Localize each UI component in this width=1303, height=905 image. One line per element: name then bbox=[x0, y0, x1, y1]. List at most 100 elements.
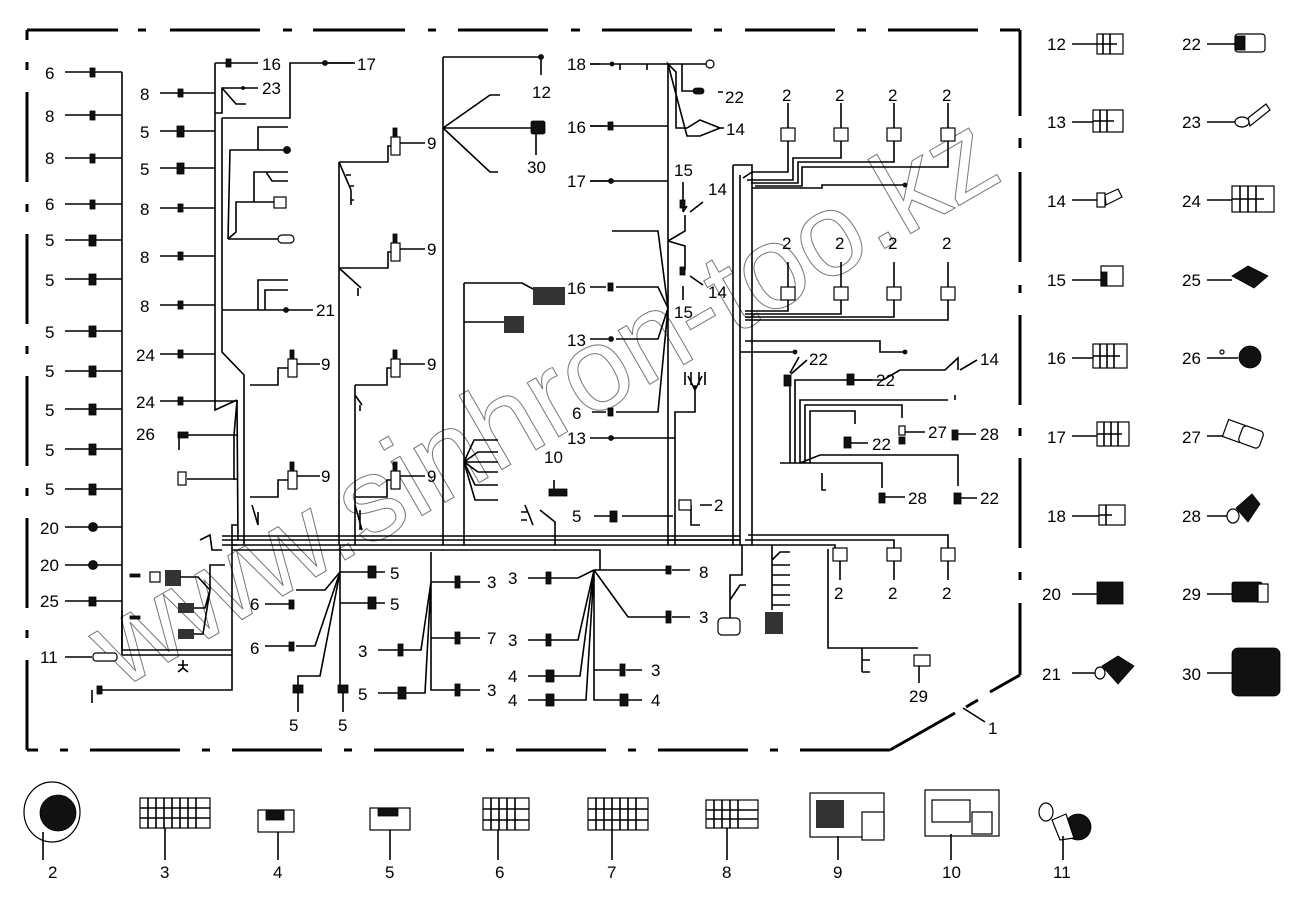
legend-item-14: 14 bbox=[1047, 188, 1123, 211]
wire bbox=[250, 367, 290, 386]
connector-mark bbox=[337, 684, 349, 694]
wire bbox=[900, 356, 959, 400]
right-trunk bbox=[732, 132, 959, 545]
callout-label: 9 bbox=[427, 355, 436, 374]
callout-label: 3 bbox=[508, 569, 517, 588]
wire bbox=[231, 524, 237, 546]
legend-item-17: 17 bbox=[1047, 421, 1130, 447]
callout-label: 13 bbox=[567, 331, 586, 350]
callout-label: 8 bbox=[722, 863, 731, 882]
connector-mark bbox=[96, 685, 103, 695]
wire bbox=[222, 535, 740, 570]
callout-label: 16 bbox=[1047, 349, 1066, 368]
callout-label: 3 bbox=[487, 573, 496, 592]
connector-mark bbox=[273, 196, 287, 209]
connector-mark bbox=[322, 60, 328, 66]
callout-label: 5 bbox=[289, 716, 298, 735]
connector-mark bbox=[178, 629, 194, 639]
legend-item-28: 28 bbox=[1182, 493, 1261, 526]
connector-mark bbox=[861, 811, 885, 841]
wire bbox=[1104, 188, 1123, 206]
connector-mark bbox=[288, 641, 295, 652]
wire bbox=[861, 648, 870, 673]
connector-mark bbox=[454, 575, 461, 589]
legend-item-23: 23 bbox=[1182, 103, 1271, 132]
callout-label: 10 bbox=[544, 448, 563, 467]
sealed-connector-2pin-icon bbox=[1226, 493, 1261, 524]
bottom-right-fan-connectors bbox=[545, 565, 672, 707]
callout-label: 6 bbox=[45, 64, 54, 83]
wire bbox=[771, 545, 790, 610]
callout-label: 20 bbox=[1042, 585, 1061, 604]
callout-label: 22 bbox=[872, 435, 891, 454]
legend-item-26: 26 bbox=[1182, 345, 1262, 369]
wire bbox=[231, 62, 355, 311]
connector-mark bbox=[129, 615, 141, 620]
callout-label: 14 bbox=[708, 180, 727, 199]
center-labels: 18 22 16 14 17 15 14 14 15 16 13 6 13 10… bbox=[544, 55, 745, 526]
wire bbox=[215, 62, 246, 114]
connector-mark bbox=[1238, 425, 1264, 449]
wire bbox=[729, 545, 746, 620]
connector-mark bbox=[289, 349, 295, 359]
connector-mark bbox=[609, 510, 618, 523]
connector-mark bbox=[177, 251, 184, 261]
callout-label: 2 bbox=[782, 86, 791, 105]
connector-mark bbox=[902, 349, 908, 355]
second-column-labels: 8 5 5 8 8 8 24 24 26 16 23 17 21 bbox=[136, 55, 376, 444]
connector-mark bbox=[530, 120, 546, 135]
callout-label: 29 bbox=[1182, 585, 1201, 604]
bottom-right-fan bbox=[528, 569, 690, 701]
second-trunk bbox=[160, 62, 353, 545]
connector-mark bbox=[392, 233, 398, 243]
connector-mark bbox=[913, 654, 931, 667]
wire bbox=[227, 149, 287, 240]
connector-mark bbox=[1100, 271, 1108, 287]
legend-item-24: 24 bbox=[1182, 185, 1275, 213]
wire bbox=[827, 549, 918, 649]
connector-6pin-icon bbox=[369, 807, 411, 831]
callout-label: 22 bbox=[809, 350, 828, 369]
callout-label: 15 bbox=[1047, 271, 1066, 290]
legend-item-21: 21 bbox=[1042, 655, 1135, 685]
connector-mark bbox=[833, 286, 849, 301]
connector-mark bbox=[953, 492, 962, 505]
wire bbox=[121, 610, 232, 651]
wire bbox=[1232, 186, 1264, 212]
legend-item-4: 4 bbox=[257, 809, 295, 882]
callout-label: 3 bbox=[651, 661, 660, 680]
left-bottom-details bbox=[129, 564, 225, 673]
connector-mark bbox=[377, 807, 399, 817]
wire bbox=[616, 307, 669, 413]
connector-mark bbox=[608, 336, 614, 342]
circular-connector-icon bbox=[23, 781, 81, 843]
callout-label: 3 bbox=[487, 681, 496, 700]
connector-mark bbox=[538, 54, 544, 60]
connector-mark bbox=[367, 596, 377, 610]
connector-mark bbox=[608, 178, 614, 184]
wire bbox=[463, 439, 498, 501]
ecu-connectors bbox=[287, 54, 546, 490]
callout-label: 22 bbox=[1182, 35, 1201, 54]
callout-label: 5 bbox=[385, 863, 394, 882]
callout-label: 2 bbox=[888, 234, 897, 253]
callout-label: 28 bbox=[1182, 507, 1201, 526]
callout-label: 17 bbox=[1047, 428, 1066, 447]
connector-mark bbox=[287, 470, 298, 490]
callout-label: 24 bbox=[1182, 192, 1201, 211]
wire bbox=[265, 603, 344, 712]
callout-label: 9 bbox=[833, 863, 842, 882]
connector-mark bbox=[931, 799, 971, 823]
callout-label: 4 bbox=[273, 863, 282, 882]
connector-mark bbox=[88, 234, 97, 247]
connector-mark bbox=[619, 693, 629, 707]
connector-24pin-icon bbox=[139, 797, 211, 829]
connector-mark bbox=[902, 182, 908, 188]
wire bbox=[839, 561, 949, 580]
connector-mark bbox=[940, 286, 956, 301]
legend-item-6: 6 bbox=[482, 797, 530, 882]
connector-mark bbox=[846, 373, 855, 386]
connector-mark bbox=[548, 488, 568, 497]
wire bbox=[296, 545, 368, 690]
wire bbox=[788, 369, 948, 463]
